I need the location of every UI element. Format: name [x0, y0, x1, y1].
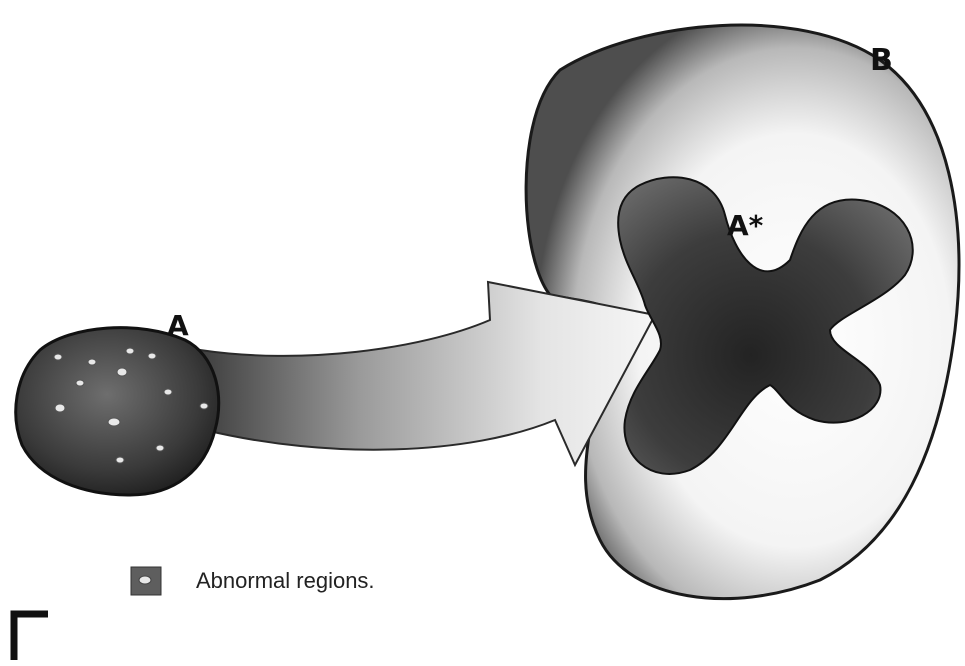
- label-a-star: A*: [727, 209, 764, 242]
- abnormal-dot: [88, 359, 96, 365]
- abnormal-dot: [164, 389, 172, 395]
- abnormal-dot: [54, 354, 62, 360]
- label-a: A: [167, 309, 189, 342]
- abnormal-dot: [148, 353, 156, 359]
- abnormal-dot: [156, 445, 164, 451]
- region-a: [16, 328, 219, 495]
- abnormal-region-swatch-icon: [130, 566, 162, 596]
- abnormal-dot: [200, 403, 208, 409]
- abnormal-dot: [108, 418, 120, 426]
- abnormal-dot: [116, 457, 124, 463]
- abnormal-dot: [117, 368, 127, 376]
- abnormal-dot: [126, 348, 134, 354]
- legend-label: Abnormal regions.: [196, 568, 375, 594]
- abnormal-dot: [55, 404, 65, 412]
- label-b: B: [870, 43, 893, 78]
- abnormal-dot: [76, 380, 84, 386]
- transfer-arrow: [200, 282, 655, 465]
- corner-bracket-icon: [10, 608, 54, 662]
